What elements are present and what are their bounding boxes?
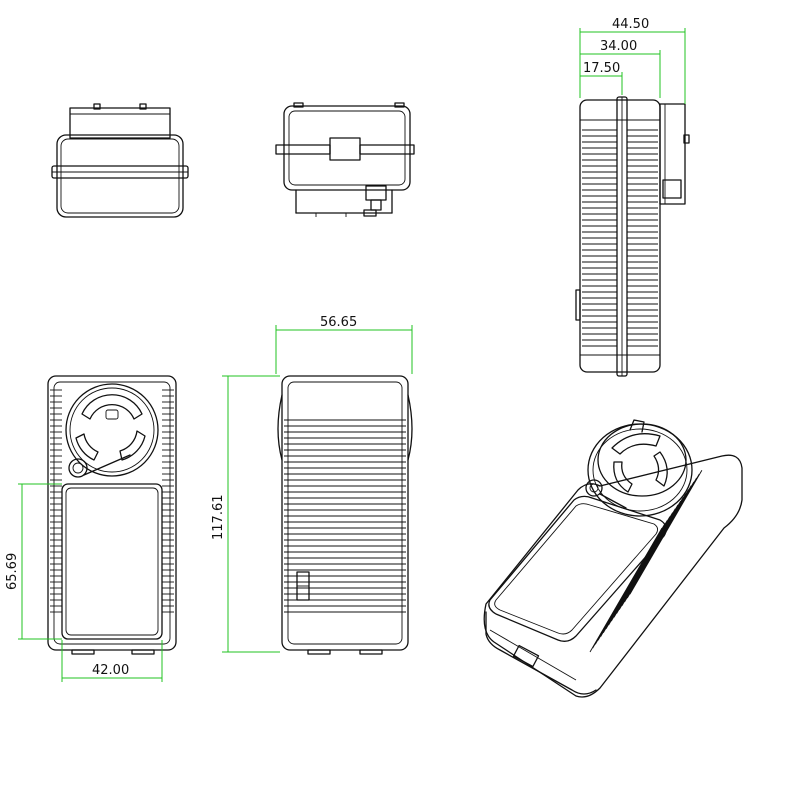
dim-width-mid: 34.00 xyxy=(600,39,637,54)
side-view-ribs xyxy=(582,129,658,347)
dim-width-overall: 44.50 xyxy=(612,17,649,32)
end-view xyxy=(275,102,415,217)
side-view xyxy=(575,96,690,377)
dim-width-small: 17.50 xyxy=(583,61,620,76)
isometric-view-ribs xyxy=(589,470,703,653)
top-view xyxy=(51,103,189,218)
rear-view xyxy=(277,375,413,655)
front-view-ribs-left xyxy=(50,389,62,613)
dimension-lines xyxy=(18,28,686,682)
dim-width-label: 42.00 xyxy=(92,663,129,678)
isometric-view xyxy=(483,419,743,698)
dim-height-total: 117.61 xyxy=(211,495,226,541)
dim-height-label: 65.69 xyxy=(5,553,20,590)
front-view-ribs-right xyxy=(162,389,174,613)
front-view xyxy=(47,375,177,655)
rib-line xyxy=(629,470,703,595)
rear-view-ribs xyxy=(284,419,406,613)
dim-width-front: 56.65 xyxy=(320,315,357,330)
